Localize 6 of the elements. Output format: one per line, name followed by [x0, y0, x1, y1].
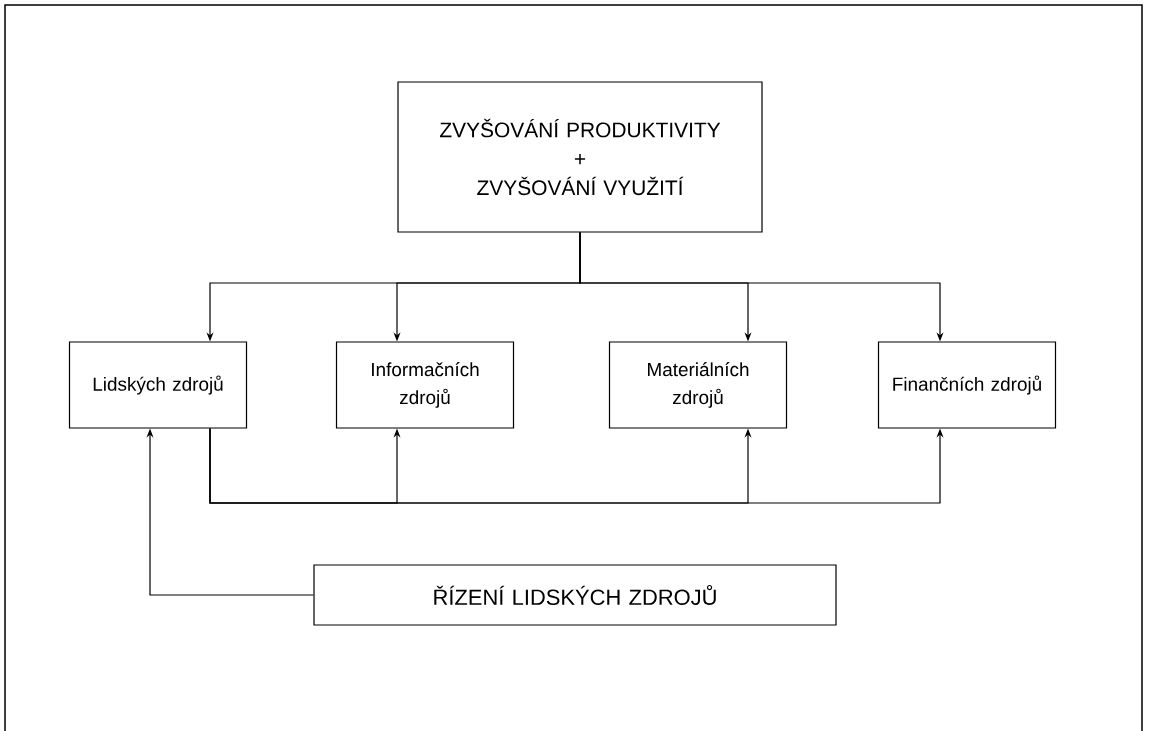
- process-box: Finančních zdrojů: [877, 341, 1057, 429]
- process-box: Lidských zdrojů: [68, 341, 248, 429]
- process-box: Materiálních zdrojů: [608, 341, 788, 429]
- process-box: Informačních zdrojů: [335, 341, 515, 429]
- process-box: ŘÍZENÍ LIDSKÝCH ZDROJŮ: [313, 564, 837, 626]
- heading-box: ZVYŠOVÁNÍ PRODUKTIVITY + ZVYŠOVÁNÍ VYUŽITÍ: [397, 81, 763, 233]
